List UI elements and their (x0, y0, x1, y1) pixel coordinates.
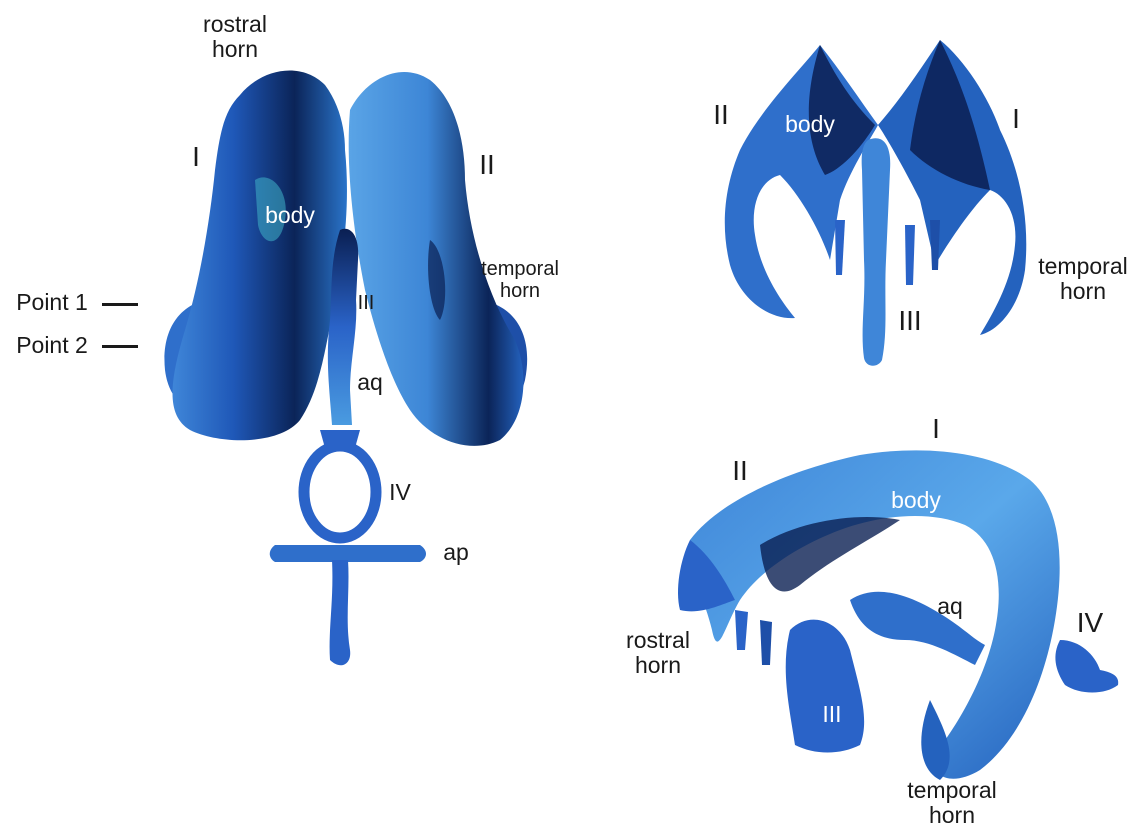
br-rostral-horn-label: rostral horn (608, 628, 708, 679)
br-body-label: body (876, 488, 956, 513)
front-temporal-horn-label: temporal horn (470, 258, 570, 302)
br-ventricle-I-label: I (926, 414, 946, 445)
tr-body-label: body (770, 112, 850, 137)
br-ventricle-III-label: III (814, 702, 850, 727)
top-right-view-mesh (725, 40, 1026, 366)
br-third-ventricle (786, 620, 864, 753)
front-ap-bar (270, 545, 426, 562)
front-lower-stalk (330, 560, 351, 665)
point-1-label: Point 1 (6, 290, 98, 315)
front-ventricle-IV-label: IV (384, 480, 416, 505)
front-ventricle-III-label: III (352, 292, 380, 314)
point-2-tick (102, 345, 138, 348)
front-body-label: body (250, 203, 330, 228)
front-ventricle-II-label: II (472, 150, 502, 181)
br-fourth-ventricle (1055, 640, 1118, 693)
front-ap-label: ap (440, 540, 472, 565)
br-ventricle-IV-label: IV (1070, 608, 1110, 639)
point-1-tick (102, 303, 138, 306)
front-fourth-ventricle (304, 446, 376, 538)
front-rostral-horn-label: rostral horn (185, 12, 285, 63)
tr-left-wing (725, 45, 878, 318)
tr-third-ventricle (862, 138, 891, 365)
tr-temporal-horn-label: temporal horn (1028, 254, 1138, 305)
tr-ventricle-III-label: III (892, 306, 928, 337)
tr-ventricle-II-label: II (706, 100, 736, 131)
br-aqueduct-label: aq (930, 594, 970, 619)
tr-ventricle-I-label: I (1006, 104, 1026, 135)
front-left-ventricle (173, 71, 347, 441)
point-2-label: Point 2 (6, 333, 98, 358)
front-ventricle-I-label: I (186, 142, 206, 173)
front-aqueduct-label: aq (352, 370, 388, 395)
br-temporal-horn-label: temporal horn (892, 778, 1012, 829)
br-ventricle-II-label: II (725, 456, 755, 487)
